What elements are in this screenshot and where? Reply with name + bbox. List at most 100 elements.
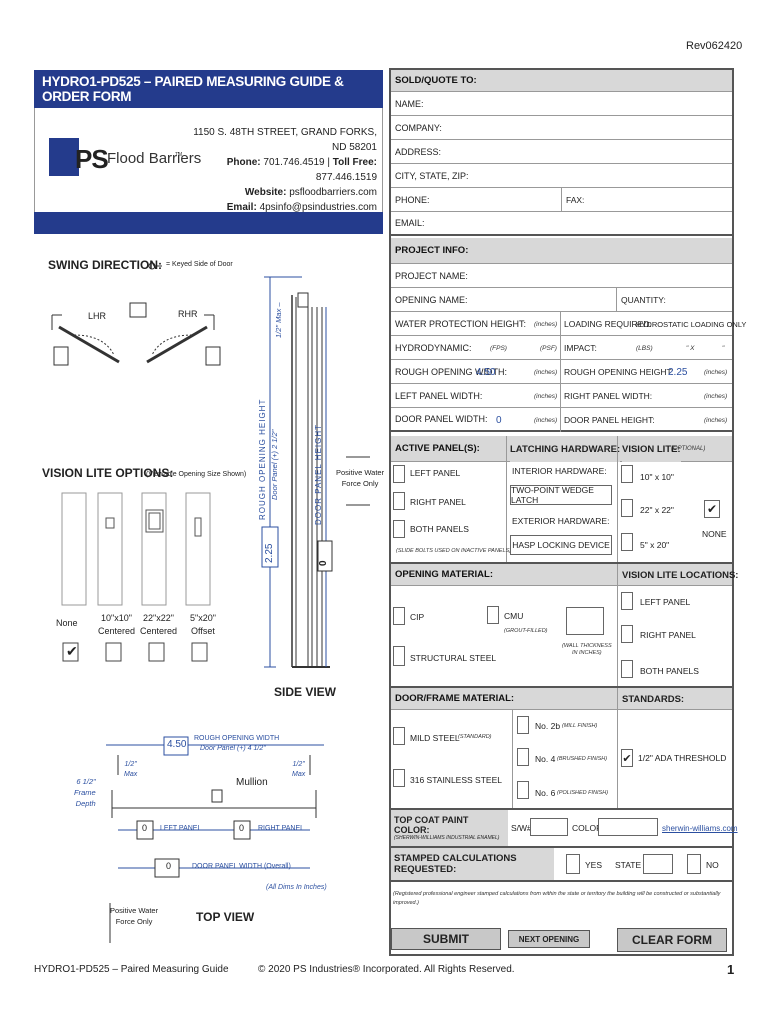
stamped-state-input[interactable] — [643, 854, 673, 874]
top-right-label: RIGHT PANEL — [258, 825, 305, 832]
email-field[interactable]: EMAIL: — [391, 212, 732, 236]
color-label: COLOR: — [572, 823, 605, 833]
vl-none-checkbox[interactable]: ✔ — [704, 500, 720, 518]
vll-left-checkbox[interactable] — [621, 592, 633, 610]
name-field[interactable]: NAME: — [391, 92, 732, 116]
wall-thickness-input[interactable] — [566, 607, 604, 635]
mild-standard-note: (STANDARD) — [458, 734, 492, 740]
dims-note: (All Dims In Inches) — [266, 884, 327, 891]
sold-to-header: SOLD/QUOTE TO: — [391, 70, 732, 92]
exterior-select[interactable]: HASP LOCKING DEVICE — [510, 535, 612, 555]
top-view-label: TOP VIEW — [196, 910, 255, 924]
loading-value[interactable]: HYDROSTATIC LOADING ONLY — [636, 319, 747, 329]
opening-name-field[interactable]: OPENING NAME: — [391, 288, 732, 312]
wph-units: (inches) — [534, 320, 558, 328]
color-input[interactable] — [598, 818, 658, 836]
company-address: 1150 S. 48TH STREET, GRAND FORKS, ND 582… — [193, 127, 377, 153]
city-field[interactable]: CITY, STATE, ZIP: — [391, 164, 732, 188]
top-door-value[interactable]: 0 — [166, 861, 172, 871]
stamped-no-checkbox[interactable] — [687, 854, 701, 874]
top-rough-value[interactable]: 4.50 — [167, 739, 187, 750]
hydro-field[interactable]: HYDRODYNAMIC: — [391, 336, 732, 360]
top-left-label: LEFT PANEL — [160, 825, 202, 832]
active-both-checkbox[interactable] — [393, 520, 405, 538]
frame-depth-3: Depth — [75, 799, 96, 808]
vision-22-sub: Centered — [140, 626, 178, 636]
active-right-checkbox[interactable] — [393, 492, 405, 510]
vision-none-check[interactable]: ✔ — [66, 643, 78, 659]
active-both-label: BOTH PANELS — [410, 524, 469, 534]
side-door-value[interactable]: 0 — [318, 560, 329, 566]
vl-22-checkbox[interactable] — [621, 499, 633, 517]
company-email[interactable]: 4psinfo@psindustries.com — [259, 202, 377, 213]
row-value[interactable]: 4.50 — [476, 366, 496, 378]
stamped-note: (Registered professional engineer stampe… — [393, 891, 721, 906]
website-label: Website: — [244, 187, 287, 198]
door-height-label: DOOR PANEL HEIGHT — [314, 423, 323, 525]
submit-button[interactable]: SUBMIT — [391, 928, 501, 950]
n4-checkbox[interactable] — [517, 748, 529, 766]
wph-field[interactable]: WATER PROTECTION HEIGHT: — [391, 312, 732, 336]
top-max-right: 1/2" — [292, 761, 305, 768]
ada-checkbox[interactable]: ✔ — [621, 749, 633, 767]
n6-label: No. 6 — [535, 788, 556, 798]
top-left-value[interactable]: 0 — [142, 823, 148, 833]
vll-both-checkbox[interactable] — [621, 660, 633, 678]
roh-value[interactable]: 2.25 — [668, 366, 688, 378]
stamped-yes-checkbox[interactable] — [566, 854, 580, 874]
phone-label: Phone: — [226, 157, 261, 168]
n6-checkbox[interactable] — [517, 781, 529, 799]
vl-10-checkbox[interactable] — [621, 465, 633, 483]
interior-select[interactable]: TWO-POINT WEDGE LATCH — [510, 485, 612, 505]
next-opening-button[interactable]: NEXT OPENING — [508, 930, 590, 948]
stainless-checkbox[interactable] — [393, 769, 405, 787]
dpw-field[interactable]: DOOR PANEL WIDTH: — [391, 408, 732, 432]
cmu-checkbox[interactable] — [487, 606, 499, 624]
stamped-state-label: STATE — [615, 860, 642, 870]
vision-lite-sub: (Viewable Opening Size Shown) — [146, 471, 247, 478]
wall-note: (WALL THICKNESS — [562, 643, 612, 649]
sw-input[interactable] — [530, 818, 568, 836]
mild-steel-checkbox[interactable] — [393, 727, 405, 745]
vl-5-checkbox[interactable] — [621, 533, 633, 551]
n2b-checkbox[interactable] — [517, 716, 529, 734]
vision-22: 22"x22" — [143, 613, 174, 623]
ada-label: 1/2" ADA THRESHOLD — [638, 753, 727, 763]
row-units: (inches) — [534, 368, 558, 376]
structural-checkbox[interactable] — [393, 646, 405, 666]
company-website[interactable]: psfloodbarriers.com — [289, 187, 377, 198]
logo-mark — [49, 138, 79, 176]
top-max-left: 1/2" — [124, 761, 137, 768]
lhr-label: LHR — [88, 311, 107, 321]
sherwin-link[interactable]: sherwin-williams.com — [662, 823, 738, 833]
lpw-field[interactable]: LEFT PANEL WIDTH: — [391, 384, 732, 408]
measuring-diagram — [51, 262, 370, 943]
footer-left: HYDRO1-PD525 – Paired Measuring Guide — [34, 964, 229, 975]
topcoat-label: TOP COAT PAINT COLOR: — [394, 815, 469, 835]
company-field[interactable]: COMPANY: — [391, 116, 732, 140]
vision-lite-options-label: VISION LITE OPTIONS: — [42, 466, 174, 480]
active-left-checkbox[interactable] — [393, 465, 405, 483]
top-door-label: DOOR PANEL WIDTH (Overall) — [192, 863, 291, 870]
side-rough-value[interactable]: 2.25 — [264, 543, 275, 563]
side-water: Positive Water — [336, 468, 385, 477]
vision-5: 5"x20" — [190, 613, 216, 623]
top-rough-label: ROUGH OPENING WIDTH — [194, 735, 280, 742]
vision-none: None — [56, 618, 78, 628]
row-field[interactable]: ROUGH OPENING WIDTH: — [391, 360, 732, 384]
vll-right-checkbox[interactable] — [621, 625, 633, 643]
top-right-value[interactable]: 0 — [239, 823, 245, 833]
sherwin-note: (SHERWIN-WILLIAMS INDUSTRIAL ENAMEL) — [394, 835, 500, 841]
top-rough-sub: Door Panel (+) 4 1/2" — [200, 745, 266, 752]
clear-form-button[interactable]: CLEAR FORM — [617, 928, 727, 952]
vl-10-label: 10" x 10" — [640, 472, 674, 482]
vl-5-label: 5" x 20" — [640, 540, 670, 550]
address-field[interactable]: ADDRESS: — [391, 140, 732, 164]
stainless-label: 316 STAINLESS STEEL — [410, 775, 502, 785]
project-name-field[interactable]: PROJECT NAME: — [391, 264, 732, 288]
impact-x: " X — [686, 344, 695, 352]
dpw-value[interactable]: 0 — [496, 414, 502, 426]
side-view-label: SIDE VIEW — [274, 685, 337, 699]
cip-checkbox[interactable] — [393, 607, 405, 625]
lpw-units: (inches) — [534, 392, 558, 400]
